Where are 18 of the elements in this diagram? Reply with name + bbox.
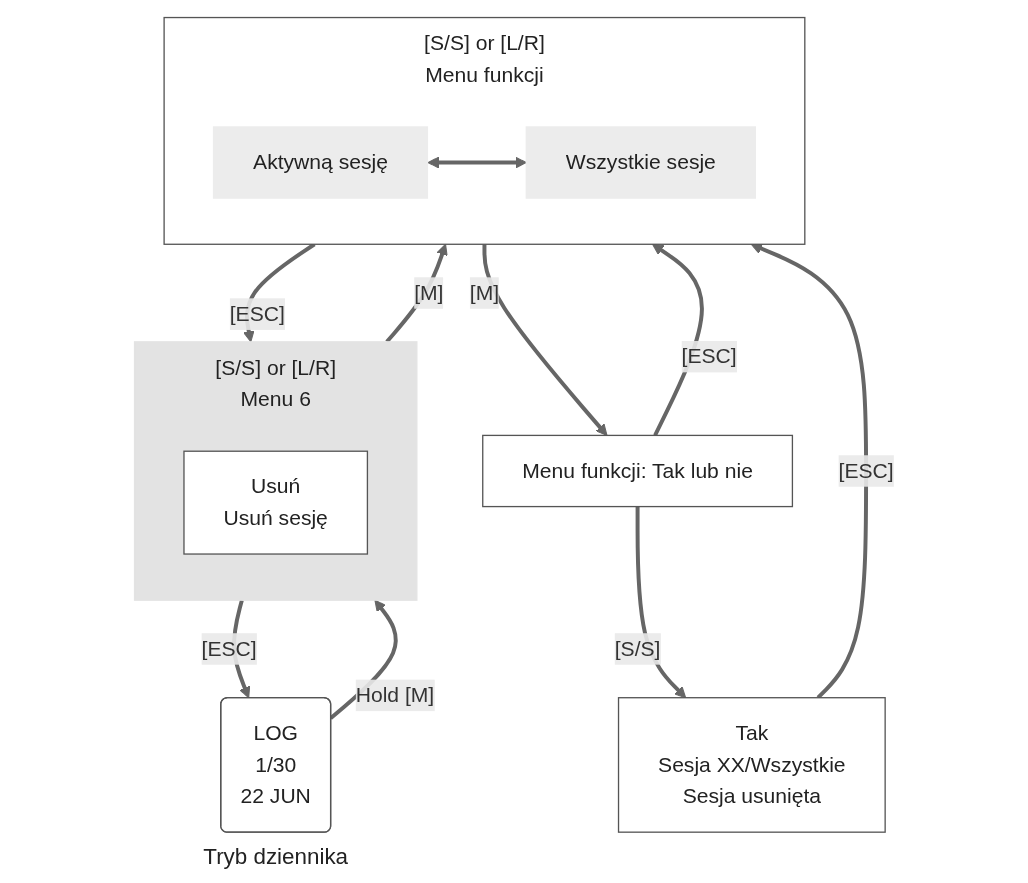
node-box: Usuń Usuń sesję [183, 450, 368, 555]
arrow [482, 243, 608, 436]
arrow [427, 156, 527, 168]
edge-label: [ESC] [201, 636, 257, 659]
edge-label: [ESC] [229, 301, 285, 325]
node-label: Tryb dziennika [203, 843, 348, 869]
edge-label: [M] [414, 280, 444, 304]
node-box: Aktywną sesję [212, 125, 428, 199]
node-box: Wszystkie sesje [525, 125, 756, 199]
arrow [750, 242, 868, 699]
edge-label: Hold [M] [355, 683, 435, 706]
node-box: Tak Sesja XX/Wszystkie Sesja usunięta [617, 696, 886, 833]
edge-label: [M] [469, 280, 500, 304]
edge-label: [S/S] [614, 636, 661, 659]
edge-label: [ESC] [838, 458, 894, 482]
node-box: Menu funkcji: Tak lub nie [482, 434, 793, 507]
arrow [385, 243, 448, 343]
edge-label: [ESC] [681, 344, 737, 367]
